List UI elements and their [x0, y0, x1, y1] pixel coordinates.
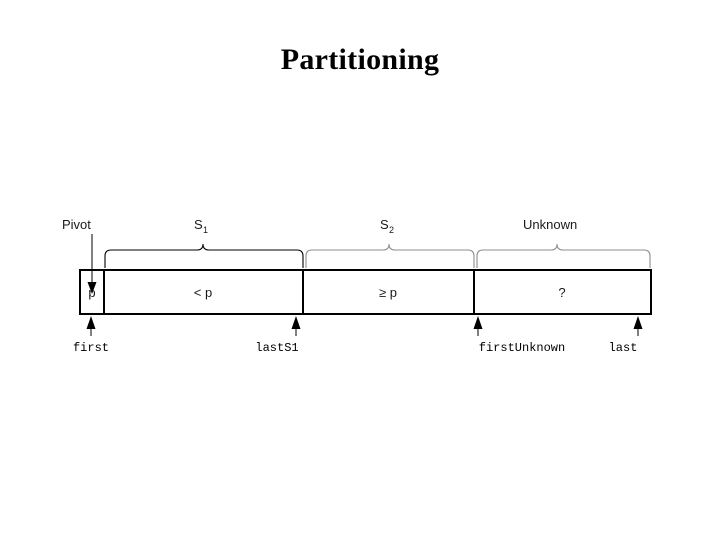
brace-s1-label: S	[194, 217, 203, 232]
array-box-outline	[79, 269, 652, 315]
brace-s1-subscript: 1	[203, 225, 208, 235]
cell-ge-p-text: ≥ p	[379, 285, 397, 300]
last-label: last	[609, 341, 638, 355]
brace-s1: S 1	[104, 217, 304, 268]
brace-s2-subscript: 2	[389, 225, 394, 235]
array-box	[79, 269, 652, 315]
pivot-arrow-head	[87, 282, 97, 294]
lastS1-label: lastS1	[255, 341, 298, 355]
lastS1-arrow-head	[291, 316, 301, 329]
pivot-callout: Pivot	[62, 217, 97, 294]
index-marker-firstUnknown: firstUnknown	[473, 316, 565, 355]
index-marker-last: last	[609, 316, 643, 355]
index-marker-first: first	[73, 316, 109, 355]
first-label: first	[73, 341, 109, 355]
pivot-label: Pivot	[62, 217, 91, 232]
cell-pivot-text: p	[88, 285, 95, 300]
cell-unknown-text: ?	[558, 285, 565, 300]
firstUnknown-arrow-head	[473, 316, 483, 329]
brace-unknown-label: Unknown	[523, 217, 577, 232]
brace-unknown: Unknown	[476, 217, 651, 268]
last-arrow-head	[633, 316, 643, 329]
page-title: Partitioning	[280, 43, 440, 76]
index-marker-lastS1: lastS1	[255, 316, 301, 355]
firstUnknown-label: firstUnknown	[479, 341, 565, 355]
cell-less-than-p-text: < p	[194, 285, 212, 300]
brace-s2: S 2	[305, 217, 475, 268]
brace-s2-label: S	[380, 217, 389, 232]
first-arrow-head	[86, 316, 96, 329]
